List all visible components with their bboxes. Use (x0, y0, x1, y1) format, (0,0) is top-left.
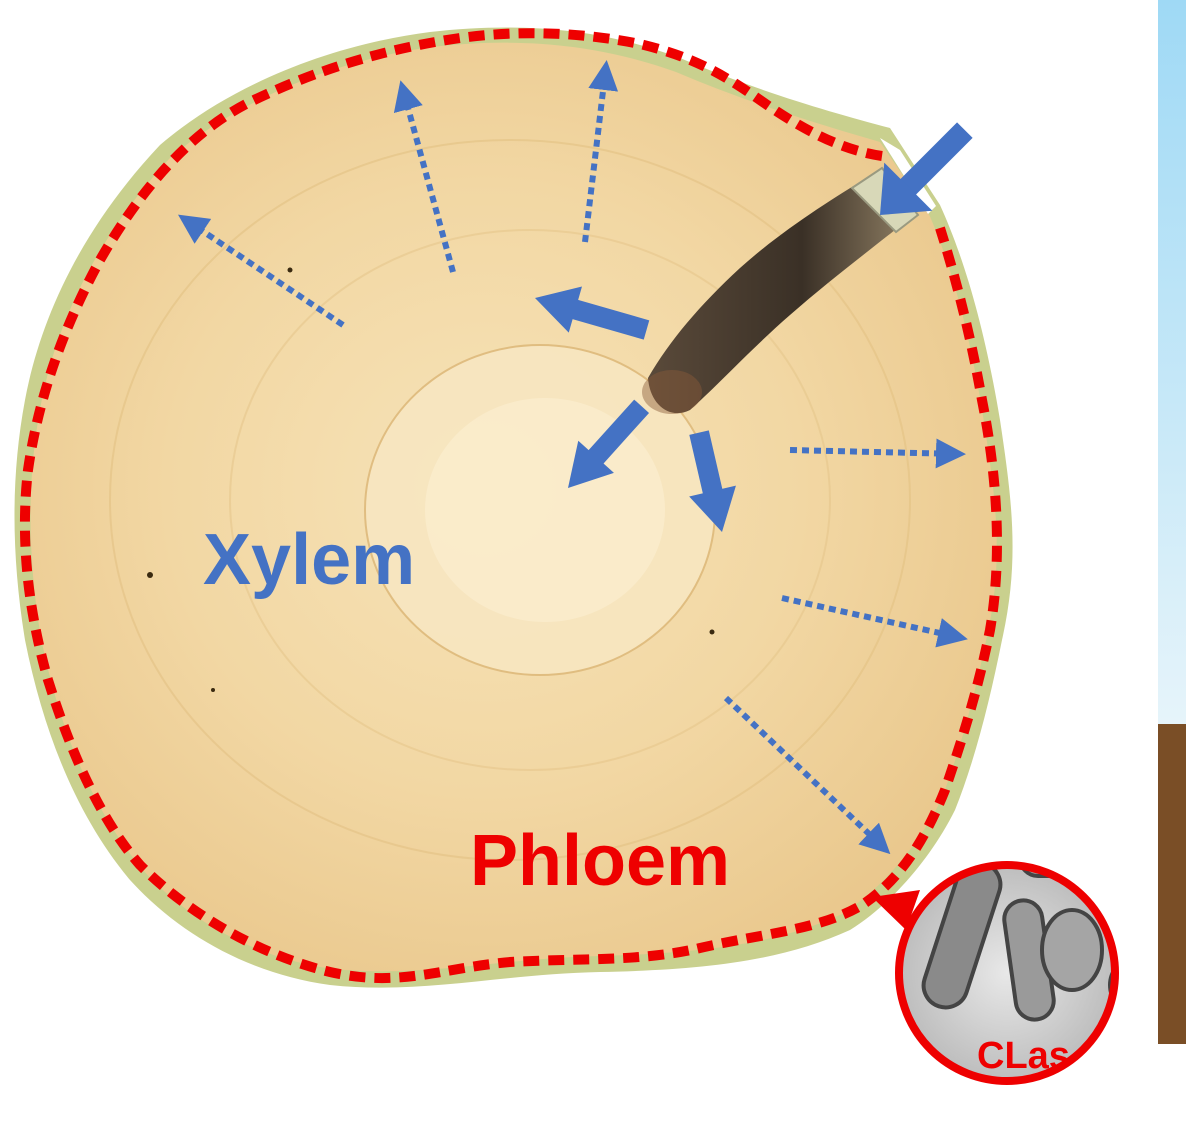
clas-label: CLas (977, 1035, 1070, 1077)
entry-stain (642, 370, 702, 414)
wood-speck (147, 572, 153, 578)
sky-strip (1158, 0, 1186, 724)
phloem-label: Phloem (470, 821, 730, 901)
bacterium (1095, 875, 1135, 915)
wood-speck (710, 630, 715, 635)
bacterium (1042, 910, 1102, 990)
xylem-label: Xylem (203, 520, 415, 600)
soil-strip (1158, 724, 1186, 1044)
bacterium (1124, 971, 1152, 999)
background-scene (1158, 0, 1186, 1044)
wood-speck (211, 688, 215, 692)
dotted-arrow-right (790, 450, 960, 454)
wood-speck (288, 268, 293, 273)
